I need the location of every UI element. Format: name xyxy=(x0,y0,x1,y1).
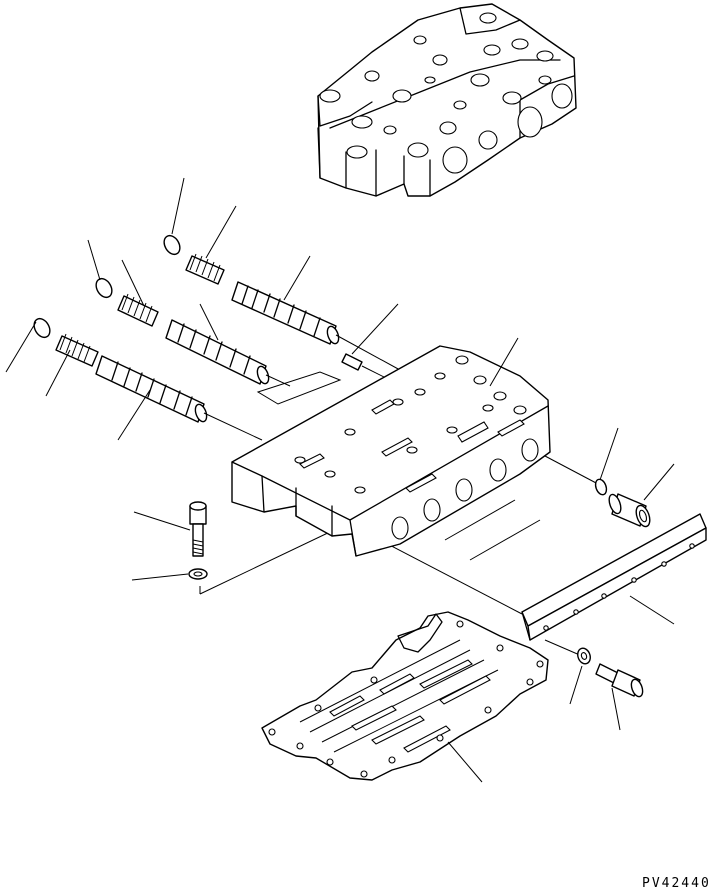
spring-2 xyxy=(117,293,159,327)
pin xyxy=(341,353,363,371)
spool-3 xyxy=(95,355,208,423)
upper-valve-body xyxy=(317,3,577,197)
gasket-plate xyxy=(261,611,549,781)
bolt xyxy=(189,501,207,557)
bolt-2 xyxy=(595,663,644,698)
cap-3 xyxy=(33,317,51,339)
cover-plate xyxy=(521,513,707,641)
cap-2 xyxy=(95,277,113,299)
leader-lines xyxy=(5,177,675,783)
washer-2 xyxy=(577,647,591,665)
lower-valve-body xyxy=(231,345,551,557)
spring-1 xyxy=(185,253,225,285)
spool-1 xyxy=(231,281,340,345)
assembly-lines xyxy=(199,334,599,657)
spool-2 xyxy=(165,319,270,385)
cap-1 xyxy=(163,234,181,256)
washer xyxy=(188,568,208,580)
plug xyxy=(608,493,651,528)
o-ring xyxy=(594,478,608,496)
drawing-code: PV42440 xyxy=(642,876,711,891)
spring-3 xyxy=(55,333,99,367)
